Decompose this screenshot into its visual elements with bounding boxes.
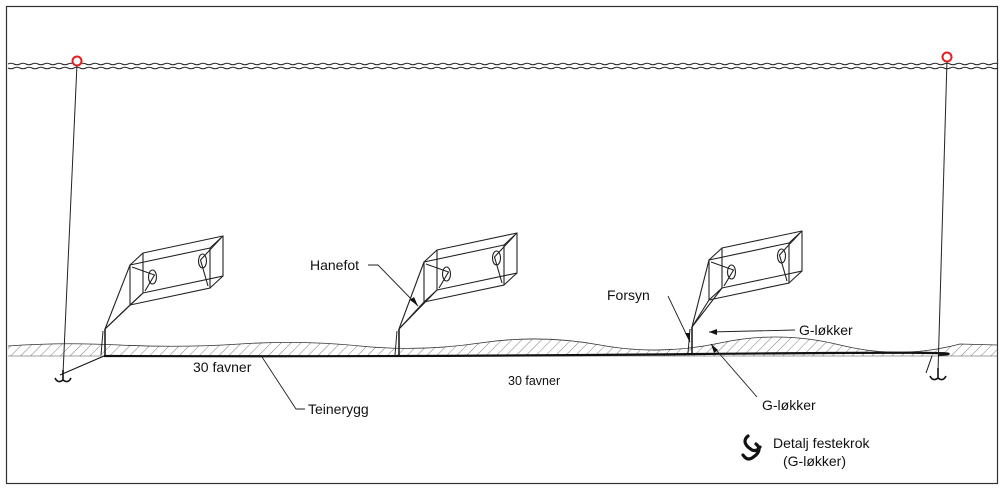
pot-right [687,230,803,354]
label-hanefot: Hanefot [310,257,359,273]
label-forsyn: Forsyn [607,287,650,303]
label-g-lokker-lower: G-løkker [762,397,816,413]
sea-surface [7,62,999,70]
teinerygg-line [59,351,950,376]
leader-arrowheads [410,297,718,353]
pot-left [100,235,224,356]
buoy-icon [71,55,83,67]
label-g-lokker-upper: G-løkker [799,322,853,338]
detail-title: Detalj festekrok [773,435,870,451]
label-favner-middle: 30 favner [508,374,560,388]
anchor-hook-icon [54,370,72,383]
anchor-hook-icon [929,368,947,381]
buoy-icon [941,51,953,63]
label-favner-left: 30 favner [193,359,252,375]
buoy-line-right [937,59,948,373]
chain-link-icon [741,434,762,461]
detail-subtitle: (G-løkker) [783,453,846,469]
label-teinerygg: Teinerygg [308,401,369,417]
buoy-line-left [62,63,78,375]
pot-middle [394,232,518,356]
diagram-border [5,5,999,485]
